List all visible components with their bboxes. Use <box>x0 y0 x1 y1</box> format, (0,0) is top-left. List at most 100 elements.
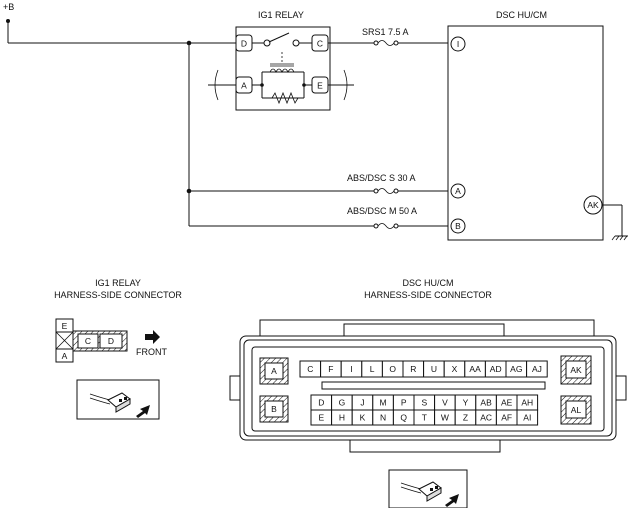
pin-cell: N <box>372 409 394 426</box>
pin-cell: R <box>402 360 425 378</box>
pin-label: H <box>339 413 345 423</box>
pin-label: V <box>442 398 448 408</box>
pin-cell: V <box>434 394 456 411</box>
pin-cell: G <box>331 394 353 411</box>
module-terminal-b: B <box>450 218 466 234</box>
pin-cell: AA <box>464 360 486 378</box>
pin-label: Y <box>463 398 469 408</box>
svg-text:AL: AL <box>571 405 582 415</box>
front-label: FRONT <box>136 347 167 357</box>
dsc-module-box <box>447 25 604 241</box>
pin-cell: T <box>413 409 436 426</box>
pin-cell: I <box>340 360 363 378</box>
relay-terminal-e: E <box>311 76 329 94</box>
module-connector-title-1: DSC HU/CM <box>403 278 454 288</box>
pin-label: U <box>431 364 437 374</box>
pin-label: Z <box>463 413 468 423</box>
relay-switch <box>252 32 312 47</box>
pin-label: L <box>370 364 375 374</box>
module-pin-a: A <box>259 357 289 385</box>
pin-label: AG <box>510 364 522 374</box>
svg-text:C: C <box>317 39 323 49</box>
pin-cell: AC <box>475 409 497 426</box>
pin-cell: AH <box>516 394 539 411</box>
pin-cell: D <box>310 394 333 411</box>
pin-label: AB <box>480 398 492 408</box>
module-terminal-a: A <box>450 183 466 199</box>
pin-row-2: D G J M P S V Y AB AE AH <box>310 394 539 411</box>
fuse-abs-m-label: ABS/DSC M 50 A <box>347 206 417 216</box>
pin-cell: P <box>392 394 415 411</box>
pin-cell: M <box>372 394 394 411</box>
pin-cell: H <box>331 409 353 426</box>
pin-label: E <box>318 413 324 423</box>
svg-text:E: E <box>317 81 323 91</box>
relay-coil-icon <box>252 52 312 105</box>
pin-cell: E <box>310 409 333 426</box>
pin-cell: AI <box>516 409 539 426</box>
pin-label: AJ <box>532 364 542 374</box>
svg-text:C: C <box>85 336 91 346</box>
pin-cell: L <box>361 360 383 378</box>
pin-cell: J <box>351 394 374 411</box>
fuse-srs1-icon <box>373 40 399 46</box>
svg-text:B: B <box>271 404 277 414</box>
pin-cell: X <box>443 360 466 378</box>
pin-label: AF <box>501 413 512 423</box>
fuse-abs-m-icon <box>373 223 399 229</box>
pin-label: K <box>360 413 366 423</box>
pin-cell: AF <box>495 409 518 426</box>
fuse-abs-s-label: ABS/DSC S 30 A <box>347 173 416 183</box>
pin-cell: W <box>434 409 456 426</box>
module-terminal-ak: AK <box>583 195 603 215</box>
svg-text:D: D <box>108 336 114 346</box>
module-pin-al: AL <box>560 395 592 425</box>
pin-label: AA <box>469 364 481 374</box>
relay-terminal-d: D <box>235 34 253 52</box>
svg-text:AK: AK <box>570 365 582 375</box>
pin-label: AI <box>523 413 531 423</box>
pin-label: Q <box>400 413 407 423</box>
relay-plug-view-icon <box>76 379 160 420</box>
svg-text:E: E <box>62 321 68 331</box>
pin-label: F <box>328 364 333 374</box>
svg-text:A: A <box>62 351 68 361</box>
relay-connector-section: IG1 RELAY HARNESS-SIDE CONNECTOR E A C D… <box>54 278 182 420</box>
supply-label: +B <box>3 2 14 12</box>
pin-label: N <box>380 413 386 423</box>
pin-label: J <box>360 398 364 408</box>
pin-label: D <box>318 398 324 408</box>
fuse-abs-s-icon <box>373 188 399 194</box>
pin-label: G <box>339 398 346 408</box>
schematic: +B IG1 RELAY D C A E <box>3 2 628 241</box>
pin-cell: AJ <box>526 360 548 378</box>
pin-label: M <box>380 398 387 408</box>
pin-label: P <box>401 398 407 408</box>
pin-cell: Y <box>454 394 477 411</box>
pin-label: AC <box>480 413 492 423</box>
relay-terminal-c: C <box>311 34 329 52</box>
relay-connector-title-2: HARNESS-SIDE CONNECTOR <box>54 290 182 300</box>
pin-cell: AE <box>495 394 518 411</box>
svg-text:AK: AK <box>587 200 599 210</box>
pin-cell: Q <box>392 409 415 426</box>
svg-text:B: B <box>455 221 461 231</box>
svg-text:A: A <box>271 366 277 376</box>
svg-text:I: I <box>457 39 459 49</box>
pin-label: S <box>421 398 427 408</box>
relay-connector-title-1: IG1 RELAY <box>95 278 141 288</box>
pin-label: T <box>422 413 427 423</box>
pin-label: AH <box>521 398 533 408</box>
pin-label: X <box>452 364 458 374</box>
pin-cell: S <box>413 394 436 411</box>
fuse-srs1-label: SRS1 7.5 A <box>362 27 409 37</box>
module-pin-b: B <box>259 395 289 423</box>
pin-label: O <box>389 364 396 374</box>
pin-cell: U <box>423 360 445 378</box>
svg-text:D: D <box>241 39 247 49</box>
pin-cell: AG <box>505 360 528 378</box>
pin-label: AE <box>501 398 513 408</box>
pin-cell: AD <box>484 360 507 378</box>
